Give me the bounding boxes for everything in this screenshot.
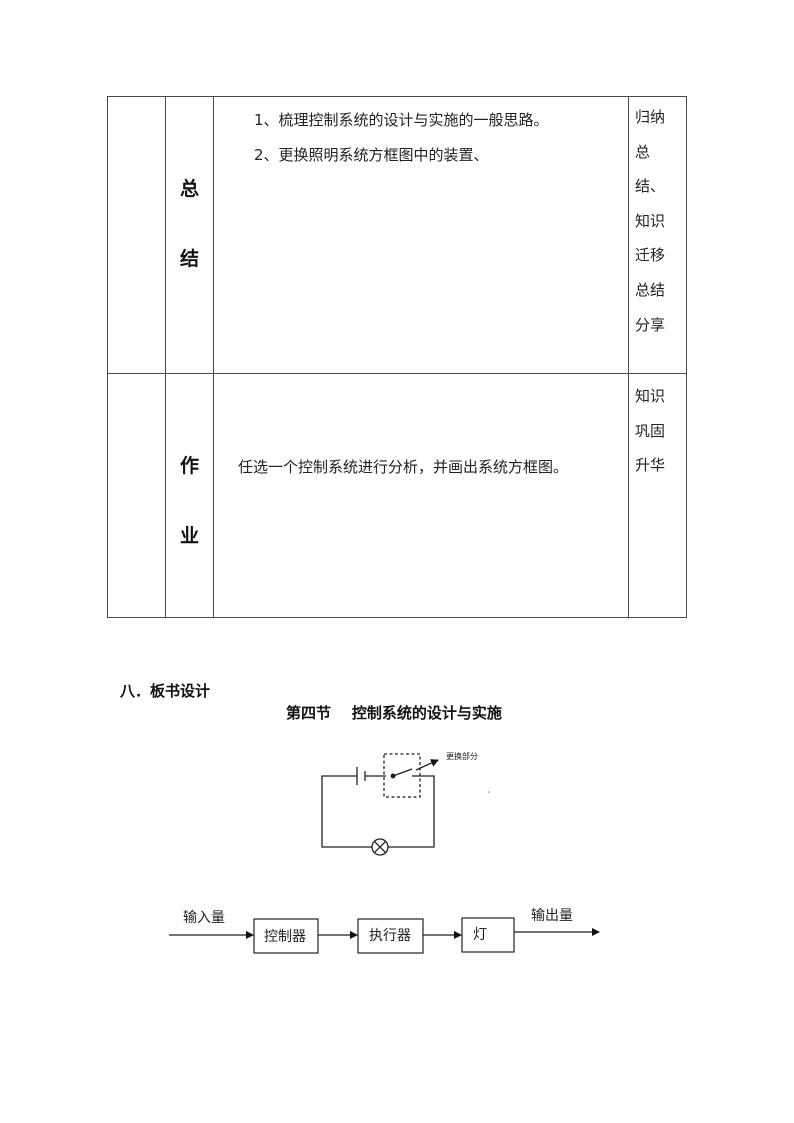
table-col-divider [165,96,166,618]
replace-part-label: 更换部分 [446,751,478,761]
note-line: 巩固 [635,421,666,440]
category-homework-char-1: 作 [180,455,200,477]
category-summary-char-1: 总 [180,178,200,200]
note-line: 知识 [635,387,666,405]
circuit-diagram [321,753,439,856]
note-line: 迁移 [635,246,666,265]
table-col-divider [213,96,214,618]
table-border-right [686,96,687,618]
output-label: 输出量 [531,908,573,924]
input-label: 输入量 [183,910,225,926]
controller-block [253,918,319,954]
lamp-label: 灯 [473,927,487,943]
homework-notes: 知识 巩固 升华 [635,379,675,483]
note-line: 总结 [635,280,666,299]
board-design-title: 第四节 控制系统的设计与实施 [286,704,502,722]
category-summary-char-2: 结 [180,248,200,270]
lesson-table: 总 结 1、梳理控制系统的设计与实施的一般思路。 2、更换照明系统方框图中的装置… [107,96,687,618]
category-homework-char-2: 业 [180,525,200,547]
homework-line-1: 任选一个控制系统进行分析，并画出系统方框图。 [238,458,569,476]
actuator-block [357,918,424,954]
table-border-left [107,96,108,618]
table-row-divider [107,373,687,374]
summary-line-2: 2、更换照明系统方框图中的装置、 [254,146,489,164]
note-line: 升华 [635,456,666,475]
table-border-bottom [107,617,687,618]
stray-dot [488,791,490,793]
note-line: 总 [635,142,651,161]
note-line: 知识 [635,211,666,230]
actuator-label: 执行器 [369,928,411,944]
controller-label: 控制器 [264,929,306,945]
circuit-wire [321,775,372,848]
switch-lever [392,768,413,777]
table-col-divider [628,96,629,618]
circuit-wire [388,775,435,848]
replace-pointer-arrow [415,759,439,771]
note-line: 结、 [635,177,666,196]
block-diagram [169,917,600,954]
note-line: 分享 [635,315,666,334]
table-border-top [107,96,687,97]
summary-line-1: 1、梳理控制系统的设计与实施的一般思路。 [254,111,549,129]
lamp-block [461,917,515,953]
lamp-cross [374,841,386,853]
section-title: 八．板书设计 [120,682,211,700]
summary-notes: 归纳 总 结、 知识 迁移 总结 分享 [635,100,675,342]
note-line: 归纳 [635,108,666,126]
